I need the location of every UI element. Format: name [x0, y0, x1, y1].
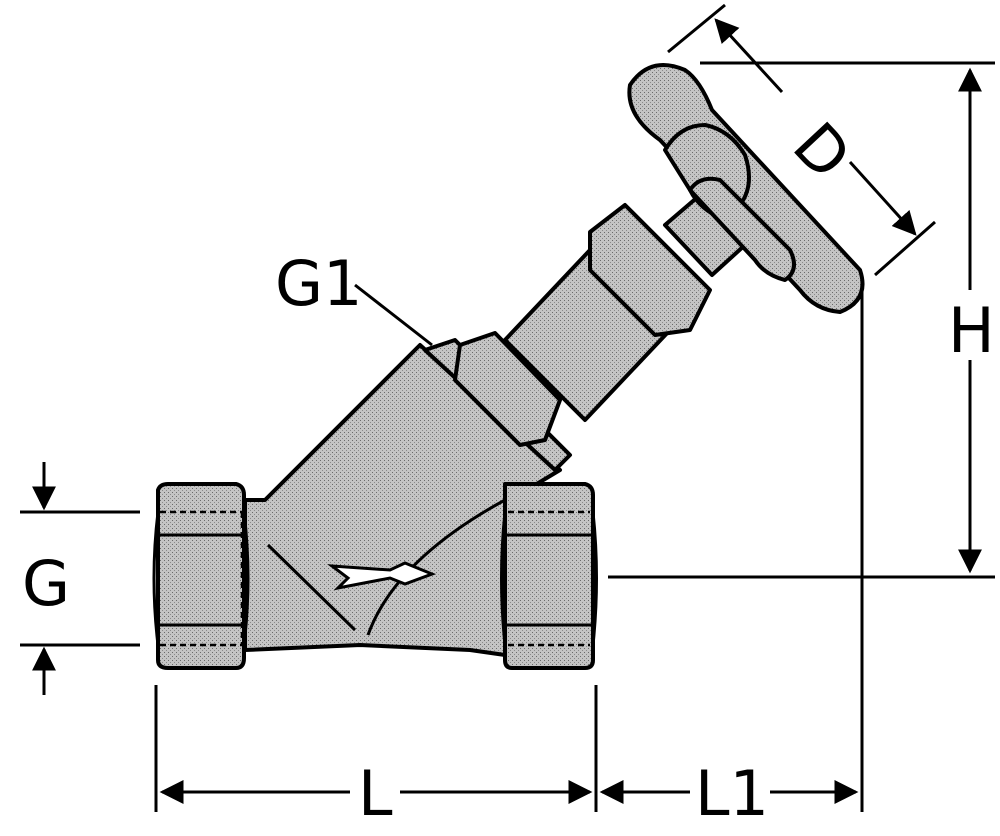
hex-facets [152, 511, 598, 646]
valve-body [156, 343, 595, 670]
handwheel [627, 63, 865, 314]
label-h: H [948, 294, 995, 367]
label-g1: G1 [275, 247, 363, 320]
bonnet [423, 193, 747, 472]
label-d: D [779, 108, 865, 193]
label-l: L [358, 757, 393, 830]
flow-path [266, 498, 506, 636]
label-l1: L1 [695, 757, 769, 830]
label-g: G [22, 547, 70, 620]
dimension-lines [20, 3, 995, 812]
